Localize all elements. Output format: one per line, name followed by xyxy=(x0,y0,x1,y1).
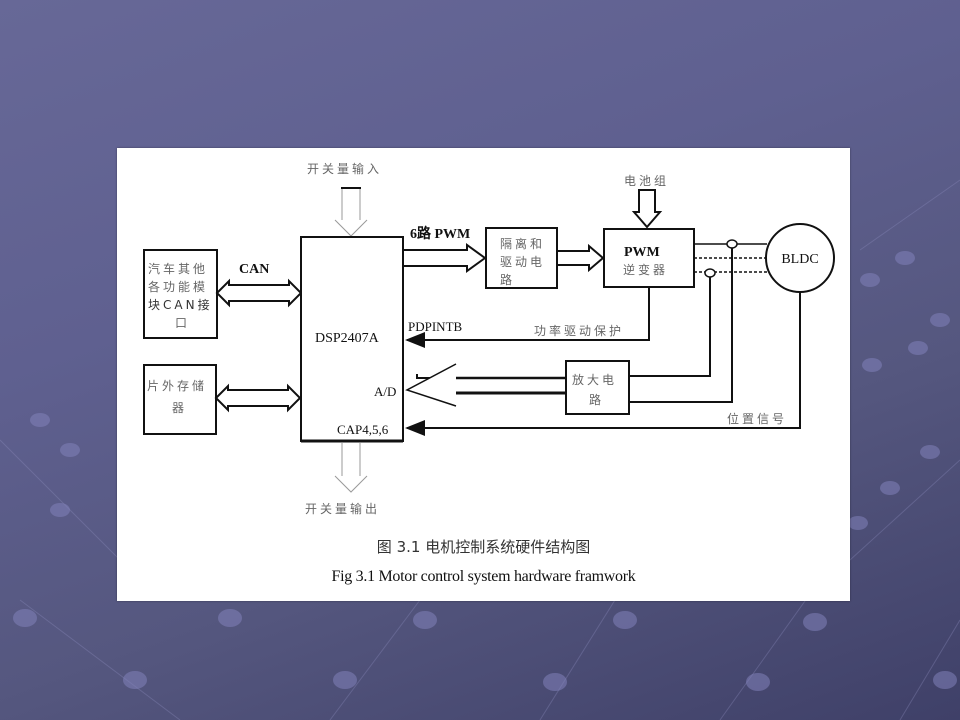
pdpintb-label: PDPINTB xyxy=(408,319,463,334)
pdpintb-line xyxy=(405,287,650,348)
svg-text:隔离和: 隔离和 xyxy=(500,236,545,251)
battery-arrow xyxy=(631,189,663,229)
dsp-label: DSP2407A xyxy=(315,331,380,346)
position-signal-line xyxy=(405,292,801,436)
svg-text:路: 路 xyxy=(589,392,604,407)
bldc-label: BLDC xyxy=(781,252,818,267)
figure-caption-en: Fig 3.1 Motor control system hardware fr… xyxy=(331,568,636,585)
can-bus-label: CAN xyxy=(239,262,269,277)
pwm6-arrow xyxy=(403,243,487,273)
isolation-driver-block xyxy=(485,227,558,289)
pwm-inverter-block xyxy=(603,228,695,288)
pwm-inverter-subtitle: 逆变器 xyxy=(623,262,668,277)
svg-text:汽车其他: 汽车其他 xyxy=(148,261,208,276)
pwm-inverter-title: PWM xyxy=(624,245,660,260)
figure-caption-cn: 图 3.1 电机控制系统硬件结构图 xyxy=(376,538,591,556)
current-feedback-lines xyxy=(629,248,733,403)
svg-text:放大电: 放大电 xyxy=(572,372,617,387)
svg-text:块CAN接: 块CAN接 xyxy=(148,297,213,312)
svg-text:各功能模: 各功能模 xyxy=(148,279,208,294)
can-bus-arrow xyxy=(215,278,303,308)
switch-output-arrow xyxy=(334,443,368,493)
switch-input-label: 开关量输入 xyxy=(307,161,382,176)
battery-label: 电池组 xyxy=(624,174,669,188)
hardware-block-diagram: 开关量输入 汽车其他 各功能模 块CAN接 口 CAN DSP2407A A/D… xyxy=(143,161,835,516)
svg-text:器: 器 xyxy=(172,401,187,415)
memory-bus-arrow xyxy=(214,383,302,413)
dsp-port-cap: CAP4,5,6 xyxy=(337,422,389,437)
external-memory-block xyxy=(143,364,217,435)
pwm6-label: 6路 PWM xyxy=(410,225,470,242)
driver-to-inverter-arrow xyxy=(557,243,605,273)
amplifier-block xyxy=(565,360,630,415)
svg-text:路: 路 xyxy=(500,272,515,287)
current-sensor-1 xyxy=(726,239,738,249)
figure-panel: 开关量输入 汽车其他 各功能模 块CAN接 口 CAN DSP2407A A/D… xyxy=(117,148,850,601)
position-signal-label: 位置信号 xyxy=(727,411,787,426)
svg-text:口: 口 xyxy=(175,316,190,330)
dsp-block xyxy=(300,236,404,442)
switch-input-arrow xyxy=(334,188,368,237)
svg-text:驱动电: 驱动电 xyxy=(500,255,545,269)
switch-output-label: 开关量输出 xyxy=(305,501,380,516)
current-sensor-2 xyxy=(704,268,716,278)
power-drive-protect-label: 功率驱动保护 xyxy=(534,323,624,338)
dsp-port-ad: A/D xyxy=(374,384,396,399)
svg-text:片外存储: 片外存储 xyxy=(147,378,207,393)
